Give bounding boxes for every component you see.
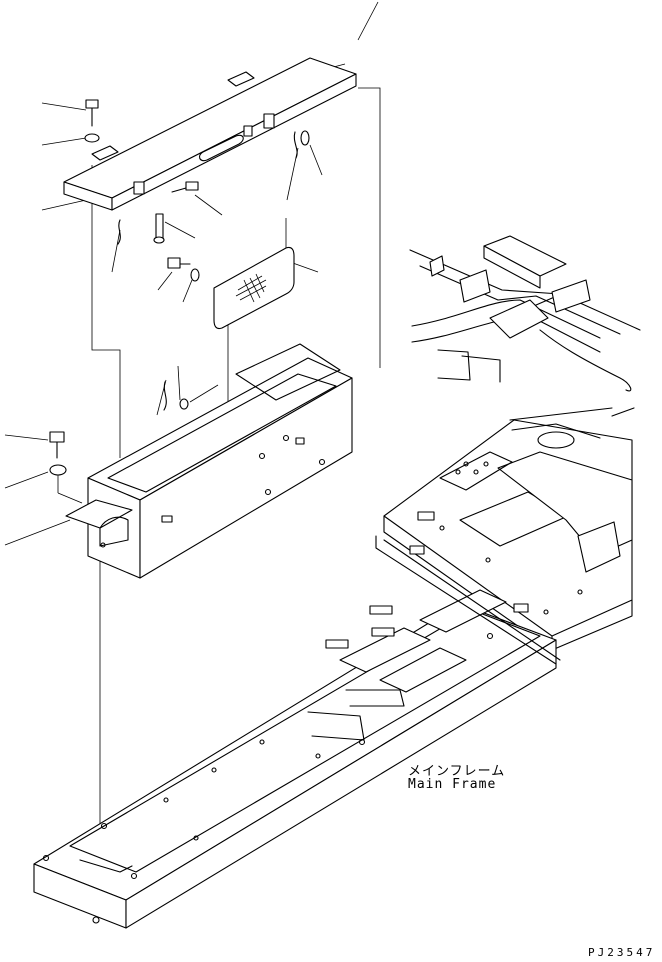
main-frame-rail xyxy=(33,589,557,929)
inspection-window xyxy=(213,246,295,330)
main-frame-label-en: Main Frame xyxy=(408,777,497,792)
main-frame-deck xyxy=(383,419,633,651)
main-frame-label-jp: メインフレーム xyxy=(408,764,506,779)
cover-plate xyxy=(63,57,357,211)
main-frame-side-outline xyxy=(375,407,635,665)
battery-box xyxy=(87,343,353,579)
lower-fasteners xyxy=(49,431,67,476)
mounting-bracket xyxy=(65,499,133,548)
drawing-code: PJ23547 xyxy=(588,946,656,959)
main-frame-upper xyxy=(409,235,641,392)
upper-fasteners xyxy=(84,99,310,282)
